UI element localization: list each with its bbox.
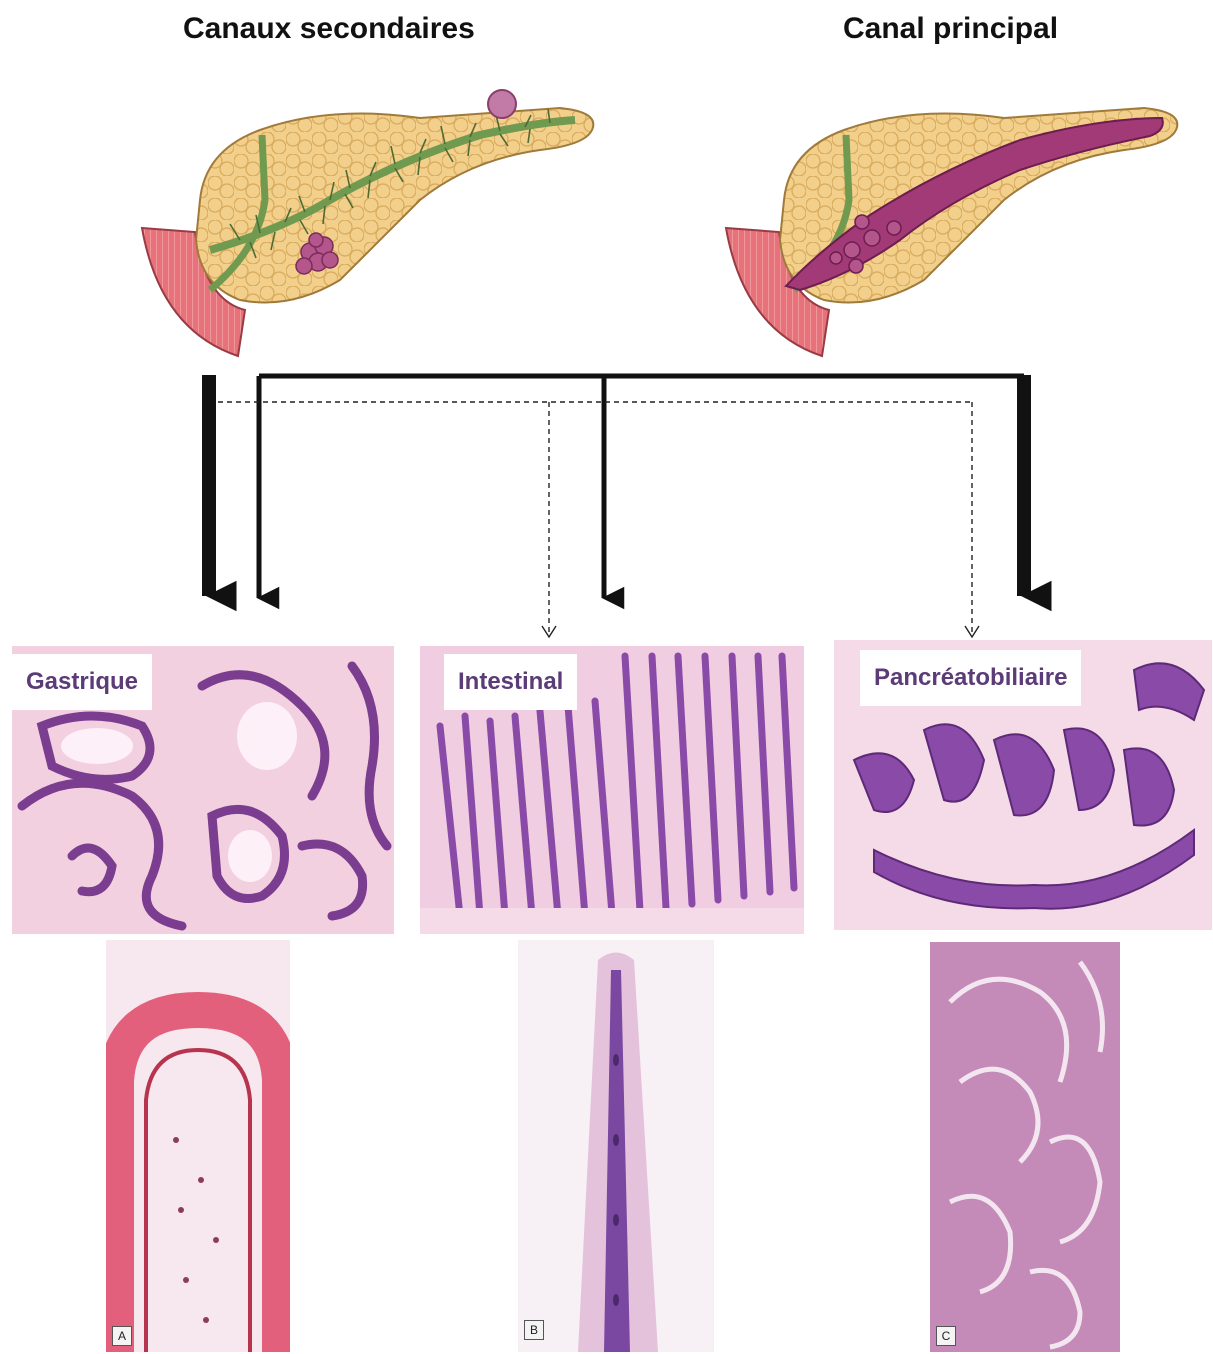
histology-gastric-low-mag: Gastrique [12,646,394,934]
diagram-canvas [0,0,1213,645]
histology-gastric-high-mag: A [106,940,290,1352]
histology-intestinal-low-mag: Intestinal [420,646,804,934]
panel-letter-b: B [524,1320,544,1340]
histology-intestinal-high-mag: B [518,940,714,1352]
subtype-label-intestinal: Intestinal [444,654,577,710]
histology-pancreatobiliary-high-mag: C [930,942,1120,1352]
pancreas-branch-duct-illustration [142,90,593,356]
dashed-arrows [218,402,979,637]
pancreas-main-duct-illustration [726,108,1177,356]
pancreas-left [196,108,593,303]
subtype-label-gastric: Gastrique [12,654,152,710]
cyst-tail [488,90,516,118]
subtype-label-pancreatobiliary: Pancréatobiliaire [860,650,1081,706]
panel-letter-c: C [936,1326,956,1346]
histology-pancreatobiliary-low-mag: Pancréatobiliaire [834,640,1212,930]
panel-letter-a: A [112,1326,132,1346]
